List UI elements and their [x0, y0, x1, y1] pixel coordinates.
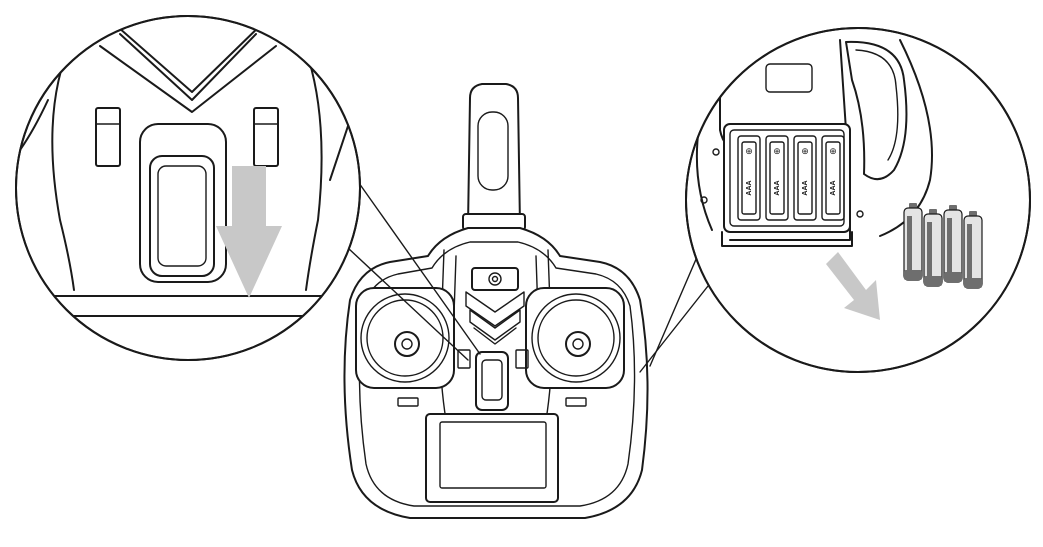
- battery-slot-label: AAA: [746, 180, 753, 195]
- battery-slot: ⊕ AAA: [737, 135, 761, 221]
- battery-slot: ⊕ AAA: [793, 135, 817, 221]
- chevron-emblem: [465, 291, 525, 345]
- battery-slot-label: AAA: [774, 180, 781, 195]
- battery-slot: ⊕ AAA: [821, 135, 845, 221]
- battery-slot-polarity: ⊕: [829, 146, 837, 156]
- aaa-battery-icon: [943, 205, 963, 283]
- power-switch: [457, 349, 529, 411]
- aaa-batteries: [903, 203, 983, 289]
- downward-arrow-icon: [216, 166, 282, 298]
- aaa-battery-icon: [903, 203, 923, 281]
- battery-slot-label: AAA: [830, 180, 837, 195]
- battery-slot: ⊕ AAA: [765, 135, 789, 221]
- battery-slot-polarity: ⊕: [773, 146, 781, 156]
- aaa-battery-icon: [923, 209, 943, 287]
- left-control-stick: [355, 287, 455, 389]
- callout-lines: [347, 175, 709, 373]
- battery-slot-polarity: ⊕: [801, 146, 809, 156]
- right-control-stick: [525, 287, 625, 389]
- battery-slot-polarity: ⊕: [745, 146, 753, 156]
- diagonal-arrow-icon: [826, 252, 880, 320]
- aaa-battery-icon: [963, 211, 983, 289]
- switch-zoom-circle: [15, 15, 361, 361]
- lcd-screen: [425, 413, 559, 503]
- battery-slots: ⊕ AAA ⊕ AAA ⊕ AAA ⊕ AAA: [737, 135, 845, 221]
- battery-slot-label: AAA: [802, 180, 809, 195]
- remote-controller: [343, 83, 649, 519]
- antenna: [462, 83, 526, 231]
